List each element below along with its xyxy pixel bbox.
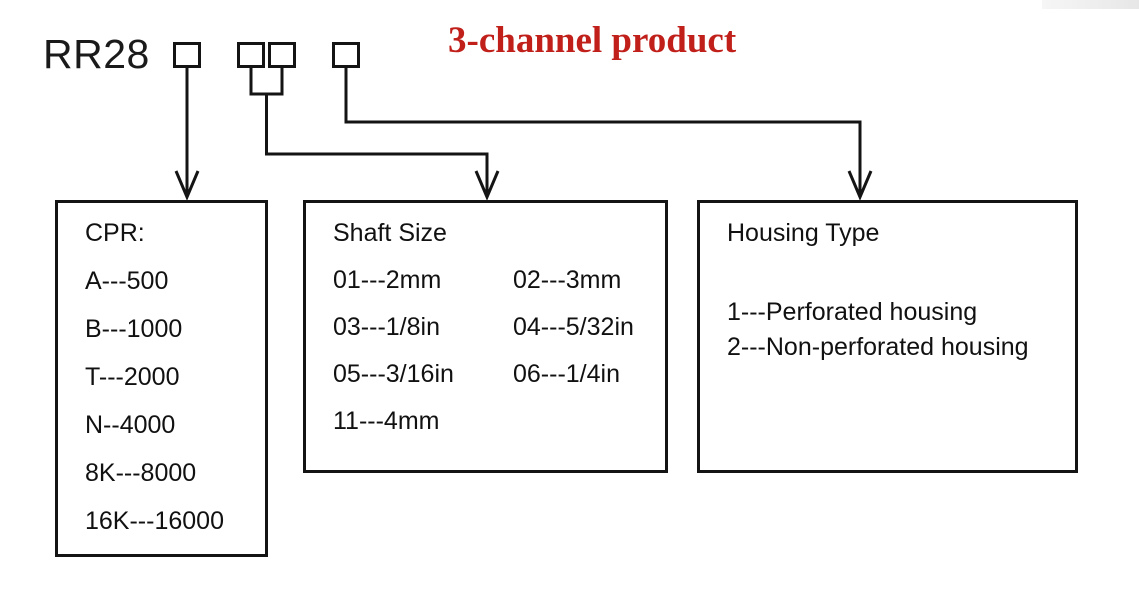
shaft-size-row: 01---2mm 02---3mm: [333, 257, 665, 304]
shaft-option-03: 03---1/8in: [333, 313, 440, 341]
housing-option-1: 1---Perforated housing: [727, 298, 978, 326]
channel-product-label: 3-channel product: [448, 20, 737, 61]
housing-type-legend-box: Housing Type 1---Perforated housing 2---…: [697, 200, 1078, 473]
housing-option-2: 2---Non-perforated housing: [727, 333, 1029, 361]
housing-arrowhead-icon: [847, 170, 873, 201]
shaft-option-02: 02---3mm: [513, 266, 622, 294]
cpr-option-a: A---500: [85, 267, 169, 295]
shaft-arrowhead-icon: [474, 170, 500, 201]
shaft-arrow-line: [265, 93, 489, 197]
cpr-option-b: B---1000: [85, 315, 183, 343]
housing-spacer: [727, 257, 1075, 295]
digit-box-shaft-2: [268, 42, 296, 68]
housing-type-title: Housing Type: [727, 219, 880, 247]
shaft-size-row: 11---4mm: [333, 398, 665, 445]
shaft-option-05: 05---3/16in: [333, 360, 454, 388]
shaft-size-legend-box: Shaft Size 01---2mm 02---3mm 03---1/8in …: [303, 200, 668, 473]
shaft-size-row: 03---1/8in 04---5/32in: [333, 304, 665, 351]
cpr-legend-box: CPR: A---500 B---1000 T---2000 N--4000 8…: [55, 200, 268, 557]
shaft-option-11: 11---4mm: [333, 407, 440, 435]
digit-box-cpr: [173, 42, 201, 68]
cpr-option-n: N--4000: [85, 411, 176, 439]
shaft-size-row: 05---3/16in 06---1/4in: [333, 351, 665, 398]
cpr-option-t: T---2000: [85, 363, 180, 391]
shaft-option-empty: [513, 398, 665, 445]
shaft-option-01: 01---2mm: [333, 266, 442, 294]
shaft-bracket-line: [249, 66, 284, 96]
housing-arrow-line: [344, 66, 862, 197]
cpr-option-8k: 8K---8000: [85, 459, 197, 487]
cpr-title: CPR:: [85, 219, 145, 247]
shaft-option-04: 04---5/32in: [513, 313, 634, 341]
window-edge-artifact: [1042, 0, 1139, 9]
shaft-option-06: 06---1/4in: [513, 360, 620, 388]
model-prefix-label: RR28: [43, 31, 150, 77]
shaft-size-title: Shaft Size: [333, 219, 447, 247]
cpr-option-16k: 16K---16000: [85, 507, 224, 535]
cpr-arrowhead-icon: [174, 170, 200, 201]
